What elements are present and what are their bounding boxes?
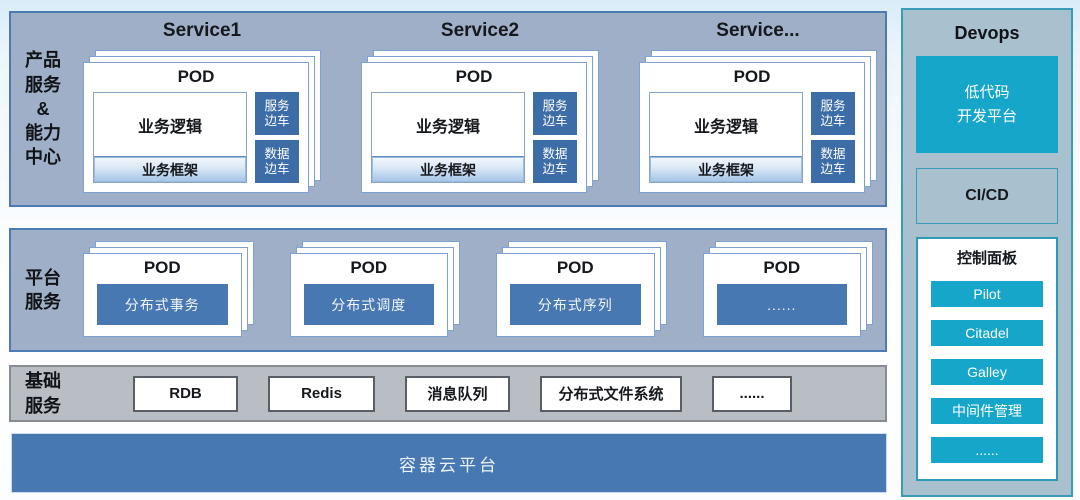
cicd-box: CI/CD — [916, 168, 1058, 224]
business-framework-box: 业务框架 — [372, 156, 524, 182]
pod-body: 业务逻辑 业务框架 服务 边车 数据 边车 — [649, 92, 855, 183]
pod-label: POD — [143, 258, 181, 277]
pod-stack: POD 业务逻辑 业务框架 服务 边车 数据 边车 — [83, 50, 321, 193]
service-title: Service2 — [440, 20, 520, 41]
service-groups: Service1 POD 业务逻辑 业务框架 服务 边车 — [75, 13, 885, 205]
product-services-row: 产品 服务 & 能力 中心 Service1 POD 业务逻辑 业务框架 — [9, 11, 887, 207]
more-control-items-box: ...... — [931, 437, 1043, 463]
data-sidecar-box: 数据 边车 — [811, 140, 855, 183]
sidecar-column: 服务 边车 数据 边车 — [255, 92, 299, 183]
more-services-box: ...... — [716, 284, 847, 325]
distributed-filesystem-box: 分布式文件系统 — [540, 375, 682, 412]
pod-body: 业务逻辑 业务框架 服务 边车 数据 边车 — [93, 92, 299, 183]
base-service-items: RDB Redis 消息队列 分布式文件系统 ...... — [75, 375, 885, 412]
base-row-label: 基础 服务 — [25, 371, 61, 416]
product-row-label: 产品 服务 & 能力 中心 — [25, 50, 61, 168]
pod-body: 业务逻辑 业务框架 服务 边车 数据 边车 — [371, 92, 577, 183]
pod-label: POD — [763, 258, 801, 277]
container-cloud-platform-label: 容器云平台 — [399, 455, 499, 475]
service-group-1: Service1 POD 业务逻辑 业务框架 服务 边车 — [83, 20, 321, 193]
business-framework-box: 业务框架 — [650, 156, 802, 182]
container-cloud-platform-bar: 容器云平台 — [11, 433, 887, 493]
platform-pod-2: POD 分布式调度 — [289, 241, 460, 337]
sidecar-column: 服务 边车 数据 边车 — [533, 92, 577, 183]
platform-pod-1: POD 分布式事务 — [83, 241, 254, 337]
service-group-3: Service... POD 业务逻辑 业务框架 服务 边车 — [639, 20, 877, 193]
citadel-box: Citadel — [931, 320, 1043, 346]
business-logic-frame: 业务逻辑 业务框架 — [93, 92, 247, 183]
pod-card: POD 业务逻辑 业务框架 服务 边车 数据 边车 — [361, 62, 587, 193]
pod-card: POD ...... — [702, 253, 861, 337]
galley-box: Galley — [931, 359, 1043, 385]
service-sidecar-box: 服务 边车 — [533, 92, 577, 135]
pod-card: POD 分布式事务 — [83, 253, 242, 337]
business-logic-frame: 业务逻辑 业务框架 — [371, 92, 525, 183]
sidecar-column: 服务 边车 数据 边车 — [811, 92, 855, 183]
service-title: Service1 — [162, 20, 242, 41]
service-sidecar-box: 服务 边车 — [255, 92, 299, 135]
service-group-2: Service2 POD 业务逻辑 业务框架 服务 边车 — [361, 20, 599, 193]
middleware-mgmt-box: 中间件管理 — [931, 398, 1043, 424]
service-title: Service... — [716, 20, 800, 41]
data-sidecar-box: 数据 边车 — [533, 140, 577, 183]
platform-pod-4: POD ...... — [702, 241, 873, 337]
more-base-services-box: ...... — [712, 375, 792, 412]
pod-label: POD — [556, 258, 594, 277]
pod-card: POD 分布式调度 — [289, 253, 448, 337]
service-sidecar-box: 服务 边车 — [811, 92, 855, 135]
devops-column: Devops 低代码 开发平台 CI/CD 控制面板 Pilot Citadel… — [901, 8, 1073, 497]
business-logic-frame: 业务逻辑 业务框架 — [649, 92, 803, 183]
pod-body: 分布式序列 — [510, 284, 641, 325]
pod-stack: POD 业务逻辑 业务框架 服务 边车 数据 边车 — [361, 50, 599, 193]
pod-card: POD 业务逻辑 业务框架 服务 边车 数据 边车 — [83, 62, 309, 193]
redis-box: Redis — [268, 375, 375, 412]
pilot-box: Pilot — [931, 281, 1043, 307]
distributed-transaction-box: 分布式事务 — [97, 284, 228, 325]
pod-body: ...... — [716, 284, 847, 325]
platform-pod-3: POD 分布式序列 — [496, 241, 667, 337]
control-panel: 控制面板 Pilot Citadel Galley 中间件管理 ...... — [916, 237, 1058, 481]
data-sidecar-box: 数据 边车 — [255, 140, 299, 183]
base-services-row: 基础 服务 RDB Redis 消息队列 分布式文件系统 ...... — [9, 365, 887, 422]
control-panel-title: 控制面板 — [956, 250, 1017, 267]
pod-stack: POD 业务逻辑 业务框架 服务 边车 数据 边车 — [639, 50, 877, 193]
devops-title: Devops — [954, 23, 1020, 43]
platform-pod-groups: POD 分布式事务 POD 分布式调度 — [75, 230, 885, 350]
business-logic-box: 业务逻辑 — [693, 118, 758, 136]
pod-label: POD — [455, 67, 493, 86]
pod-label: POD — [350, 258, 388, 277]
business-logic-box: 业务逻辑 — [137, 118, 202, 136]
platform-services-row: 平台 服务 POD 分布式事务 POD 分布式调度 — [9, 228, 887, 352]
rdb-box: RDB — [133, 375, 238, 412]
lowcode-platform-box: 低代码 开发平台 — [916, 56, 1058, 153]
distributed-scheduling-box: 分布式调度 — [303, 284, 434, 325]
pod-body: 分布式事务 — [97, 284, 228, 325]
pod-card: POD 业务逻辑 业务框架 服务 边车 数据 边车 — [639, 62, 865, 193]
pod-label: POD — [733, 67, 771, 86]
message-queue-box: 消息队列 — [405, 375, 510, 412]
platform-row-label: 平台 服务 — [25, 267, 61, 312]
pod-card: POD 分布式序列 — [496, 253, 655, 337]
pod-label: POD — [177, 67, 215, 86]
distributed-sequence-box: 分布式序列 — [510, 284, 641, 325]
business-logic-box: 业务逻辑 — [415, 118, 480, 136]
pod-body: 分布式调度 — [303, 284, 434, 325]
business-framework-box: 业务框架 — [94, 156, 246, 182]
